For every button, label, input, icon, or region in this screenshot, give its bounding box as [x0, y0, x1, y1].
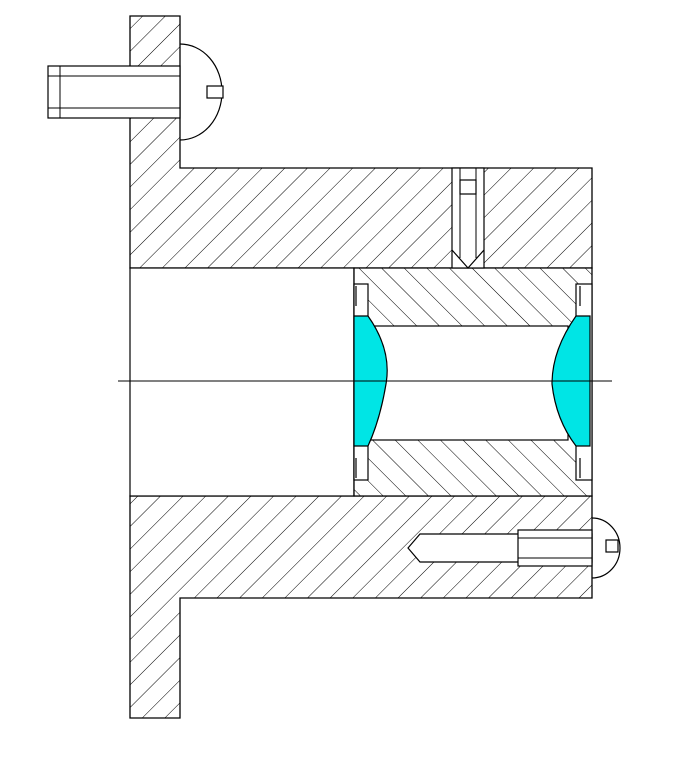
flange-housing-lower: [129, 495, 593, 719]
top-screw: [47, 43, 224, 141]
set-screw: [451, 167, 485, 269]
bottom-screw: [407, 517, 621, 579]
barrel-aperture: [367, 325, 569, 441]
flange-housing-upper: [129, 15, 593, 269]
housing-bore: [129, 267, 355, 497]
